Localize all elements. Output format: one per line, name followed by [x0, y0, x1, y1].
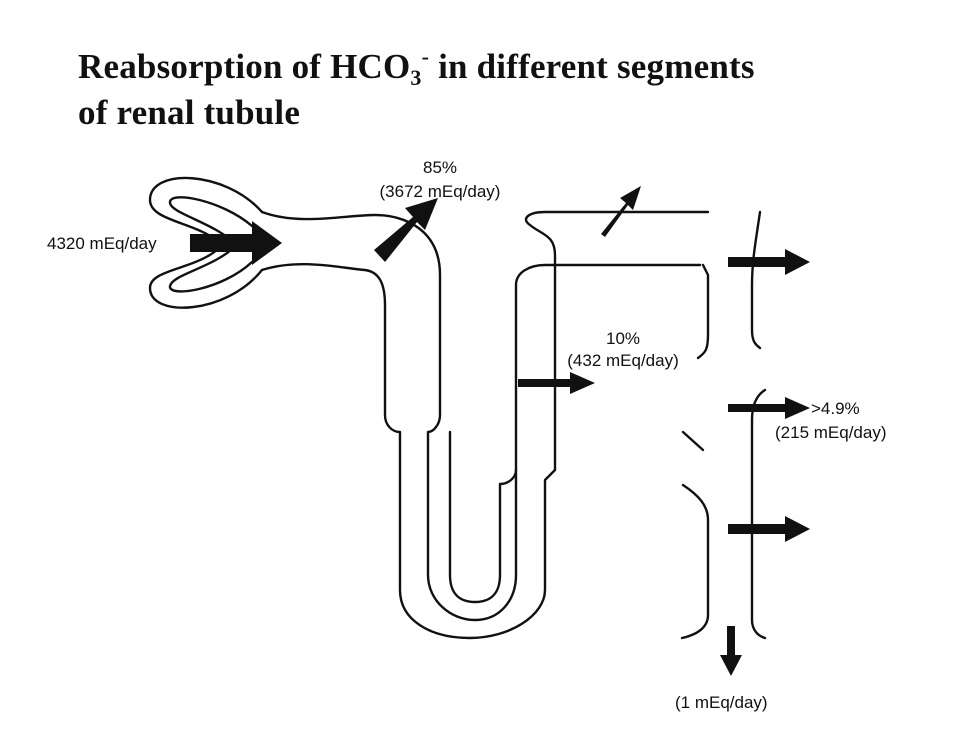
title-line-2: of renal tubule: [78, 93, 301, 132]
title-line-1: Reabsorption of HCO3- in different segme…: [78, 44, 755, 90]
collecting-duct-right-top: [750, 210, 762, 350]
loop-amount-label: (432 mEq/day): [567, 351, 679, 370]
filtered-load-label: 4320 mEq/day: [47, 234, 157, 253]
loop-reabsorption-arrow: [518, 372, 595, 394]
distal-upper-wall: [696, 263, 710, 360]
distal-amount-label: (215 mEq/day): [775, 423, 887, 442]
loop-percent-label: 10%: [605, 329, 641, 348]
collecting-duct-arrow: [728, 516, 810, 542]
distal-arrow-1: [728, 249, 810, 275]
proximal-amount-label: (3672 mEq/day): [379, 182, 501, 201]
distal-percent-label: >4.9%: [811, 399, 860, 418]
distal-arrow-2: [728, 397, 810, 419]
filtration-arrow: [190, 221, 282, 265]
collecting-duct-left-upper: [681, 430, 705, 452]
slide-title: Reabsorption of HCO3- in different segme…: [78, 44, 938, 136]
ascending-limb-thick: [448, 430, 518, 604]
tubule-outer-wall: [260, 210, 702, 622]
collecting-duct-left-lower: [680, 483, 710, 640]
proximal-percent-label: 85%: [422, 158, 458, 177]
excretion-arrow: [720, 626, 742, 676]
proximal-reabsorption-arrow: [374, 198, 438, 262]
excreted-amount-label: (1 mEq/day): [675, 693, 768, 712]
collecting-duct-right-mid: [750, 388, 767, 640]
tubule-inner-wall: [260, 210, 710, 640]
ascending-upper-arrow: [601, 186, 641, 237]
